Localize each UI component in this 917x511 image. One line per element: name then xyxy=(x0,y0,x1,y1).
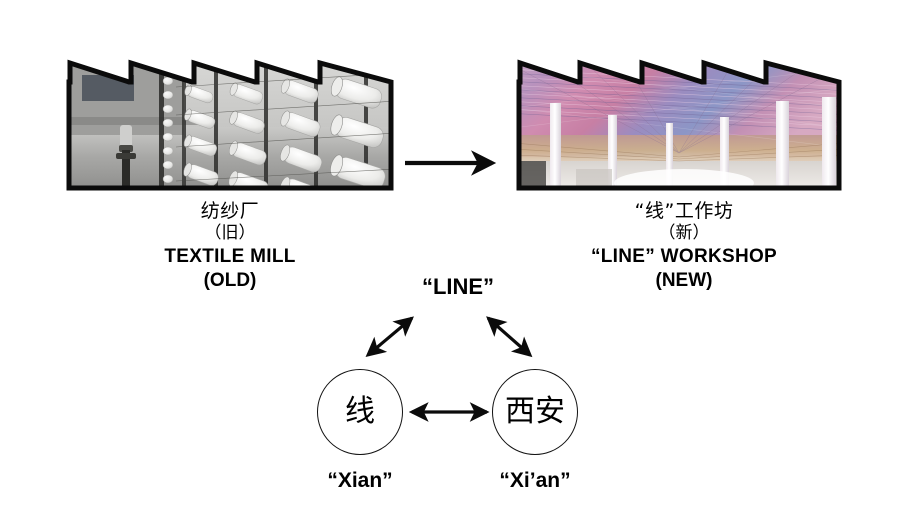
left-sawtooth-frame xyxy=(66,59,394,191)
node-glyph-city: 西安 xyxy=(505,394,565,429)
node-caption-xian-city: “Xi’an” xyxy=(499,469,571,492)
right-caption-en-title: “LINE” WORKSHOP xyxy=(590,246,778,268)
right-frame-outline xyxy=(516,59,842,191)
left-caption-cn-title: 纺纱厂 xyxy=(200,200,260,222)
right-caption-cn-sub: （新） xyxy=(658,223,710,244)
right-caption-en-sub: (NEW) xyxy=(655,270,713,292)
arrow-city-to-concept-right xyxy=(486,316,533,358)
node-circle-xian-city: 西安 xyxy=(492,369,578,455)
left-caption-en-sub: (OLD) xyxy=(203,270,257,292)
right-caption-block: “线”工作坊 （新） “LINE” WORKSHOP (NEW) xyxy=(559,199,809,294)
column xyxy=(550,103,561,188)
left-frame-outline xyxy=(66,59,394,191)
left-caption-en-title: TEXTILE MILL xyxy=(164,246,296,268)
arrow-line-to-concept-left xyxy=(365,316,414,358)
node-caption-xian-line: “Xian” xyxy=(327,469,393,492)
left-caption-cn-sub: （旧） xyxy=(204,223,256,244)
right-caption-cn-title: “线”工作坊 xyxy=(634,200,734,222)
left-caption-block: 纺纱厂 （旧） TEXTILE MILL (OLD) xyxy=(110,199,350,294)
line-concept-label: “LINE” xyxy=(421,274,495,299)
right-sawtooth-frame xyxy=(516,59,842,191)
node-circle-xian-line: 线 xyxy=(317,369,403,455)
node-glyph-line: 线 xyxy=(345,394,375,429)
right-factory-photo-panel xyxy=(514,57,844,193)
left-factory-photo-panel xyxy=(64,57,396,193)
